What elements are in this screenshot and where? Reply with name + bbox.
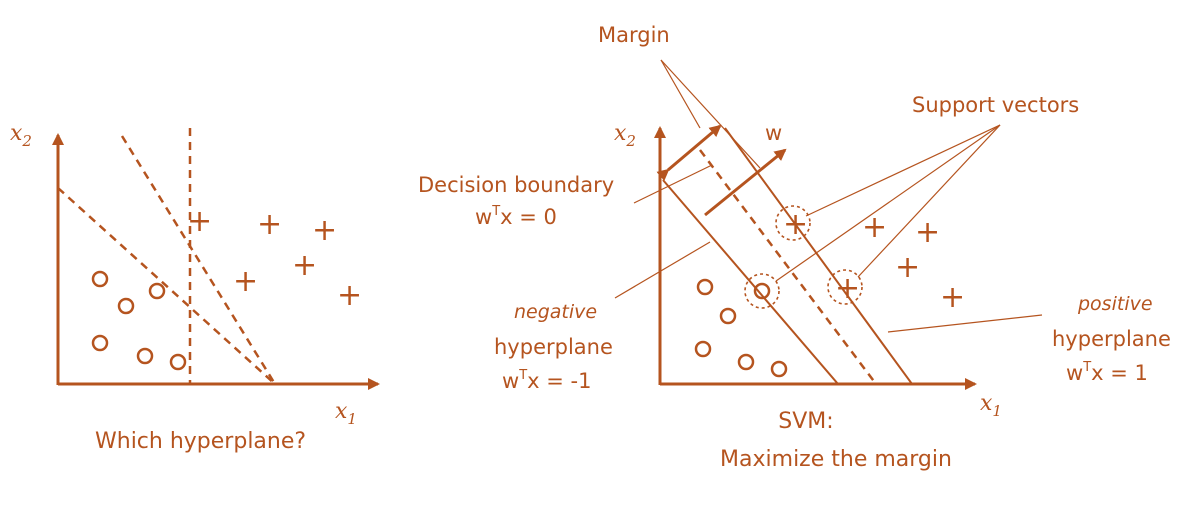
negative-point	[91, 334, 109, 352]
positive-point: +	[895, 250, 920, 285]
negative-point	[169, 353, 187, 371]
right-plot: x2 x1 + + + + + +	[418, 23, 1171, 472]
w-vector-arrow	[704, 148, 787, 217]
margin-arrow	[656, 124, 722, 182]
decision-boundary-label: Decision boundary	[418, 173, 614, 197]
decision-boundary-equation: wTx = 0	[475, 204, 557, 229]
negative-hyperplane-line	[662, 179, 839, 385]
left-x-axis-label: x1	[335, 399, 357, 428]
svm-caption-line-2: Maximize the margin	[720, 447, 952, 472]
right-y-axis-label: x2	[614, 121, 636, 150]
negative-hyperplane-equation: wTx = -1	[502, 368, 591, 393]
support-vector-highlight	[744, 273, 780, 309]
positive-point: +	[862, 210, 887, 245]
negative-point	[91, 270, 109, 288]
positive-point: +	[257, 207, 282, 242]
negative-point	[694, 340, 712, 358]
negative-point	[719, 307, 737, 325]
positive-point: +	[312, 213, 337, 248]
positive-hyperplane-line	[724, 127, 913, 385]
positive-callout-line	[887, 314, 1043, 333]
margin-callout-line	[660, 59, 701, 129]
support-vector-highlight	[827, 269, 863, 305]
left-caption: Which hyperplane?	[95, 429, 306, 454]
positive-hyperplane-label: hyperplane	[1052, 327, 1171, 351]
support-vector-callout-line	[857, 124, 1001, 278]
positive-point: +	[783, 207, 808, 242]
negative-point	[136, 347, 154, 365]
positive-point: +	[187, 204, 212, 239]
svm-caption-line-1: SVM:	[778, 409, 833, 434]
negative-callout-line	[614, 241, 711, 299]
candidate-hyperplane-steep	[120, 135, 277, 385]
w-label: w	[765, 121, 782, 145]
negative-hyperplane-label: hyperplane	[494, 335, 613, 359]
left-plot: x2 x1 + + + + + + Which hyperplane?	[10, 121, 380, 454]
decision-boundary-line	[699, 149, 877, 385]
decision-boundary-callout-line	[633, 164, 713, 204]
right-x-axis-label: x1	[980, 391, 1002, 420]
negative-label: negative	[514, 301, 597, 323]
negative-point	[770, 360, 788, 378]
support-vector-callout-line	[805, 124, 1001, 217]
margin-callout-line-2	[660, 59, 761, 169]
support-vector-callout-line	[775, 124, 1001, 282]
support-vector-highlight	[775, 205, 811, 241]
negative-point	[117, 297, 135, 315]
negative-point	[737, 353, 755, 371]
negative-point	[148, 282, 166, 300]
positive-point: +	[940, 280, 965, 315]
candidate-hyperplane-shallow	[57, 187, 276, 385]
positive-label: positive	[1077, 293, 1153, 315]
margin-label: Margin	[598, 23, 670, 47]
positive-point: +	[337, 278, 362, 313]
positive-point: +	[292, 248, 317, 283]
left-y-axis-label: x2	[10, 121, 32, 150]
positive-point: +	[915, 215, 940, 250]
support-vectors-label: Support vectors	[912, 93, 1079, 117]
positive-point: +	[835, 271, 860, 306]
positive-point: +	[233, 264, 258, 299]
positive-hyperplane-equation: wTx = 1	[1066, 360, 1148, 385]
negative-point	[753, 282, 771, 300]
negative-point	[696, 278, 714, 296]
